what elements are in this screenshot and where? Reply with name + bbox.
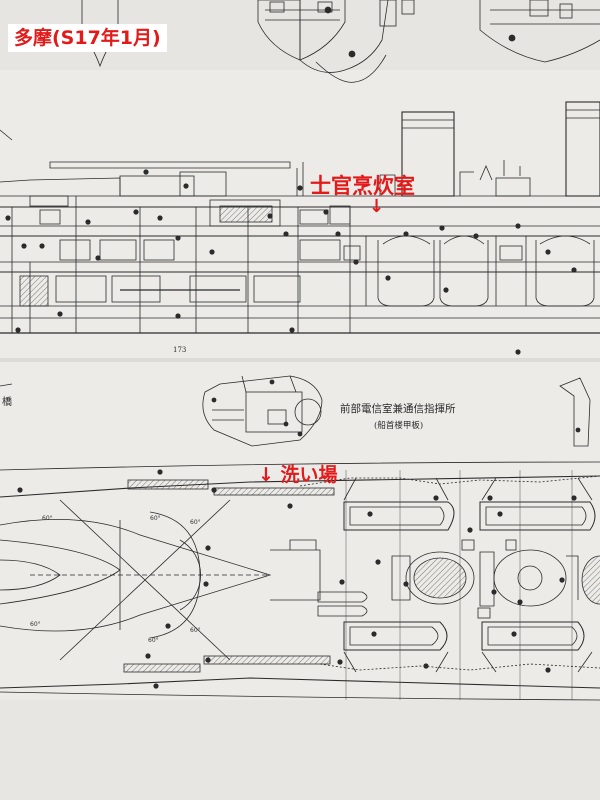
- top-section-drawing: [81, 0, 600, 83]
- svg-text:60°: 60°: [150, 515, 161, 522]
- deck-reference-dots: [17, 469, 577, 689]
- galley-annotation: 士官烹炊室: [310, 174, 415, 198]
- upper-deck-plan-drawing: [0, 461, 600, 701]
- svg-text:60°: 60°: [190, 519, 201, 526]
- profile-reference-dots: [5, 169, 577, 355]
- washing-place-annotation: ↓ 洗い場: [258, 464, 338, 486]
- angle-marks: 60° 60° 60° 60° 60° 60°: [30, 515, 201, 644]
- bridge-subcaption: (船首楼甲板): [374, 421, 424, 431]
- inboard-profile-drawing: [0, 101, 600, 334]
- svg-text:60°: 60°: [42, 515, 53, 522]
- edge-character: 橋: [2, 397, 12, 408]
- svg-text:60°: 60°: [190, 627, 201, 634]
- frame-number: 173: [173, 346, 187, 354]
- svg-text:60°: 60°: [148, 637, 159, 644]
- svg-text:60°: 60°: [30, 621, 41, 628]
- galley-arrow-icon: ↓: [369, 196, 385, 217]
- ship-name-label: 多摩(S17年1月): [8, 24, 167, 52]
- bridge-caption: 前部電信室兼通信指揮所: [340, 403, 456, 415]
- bridge-plan-drawing: [0, 375, 591, 447]
